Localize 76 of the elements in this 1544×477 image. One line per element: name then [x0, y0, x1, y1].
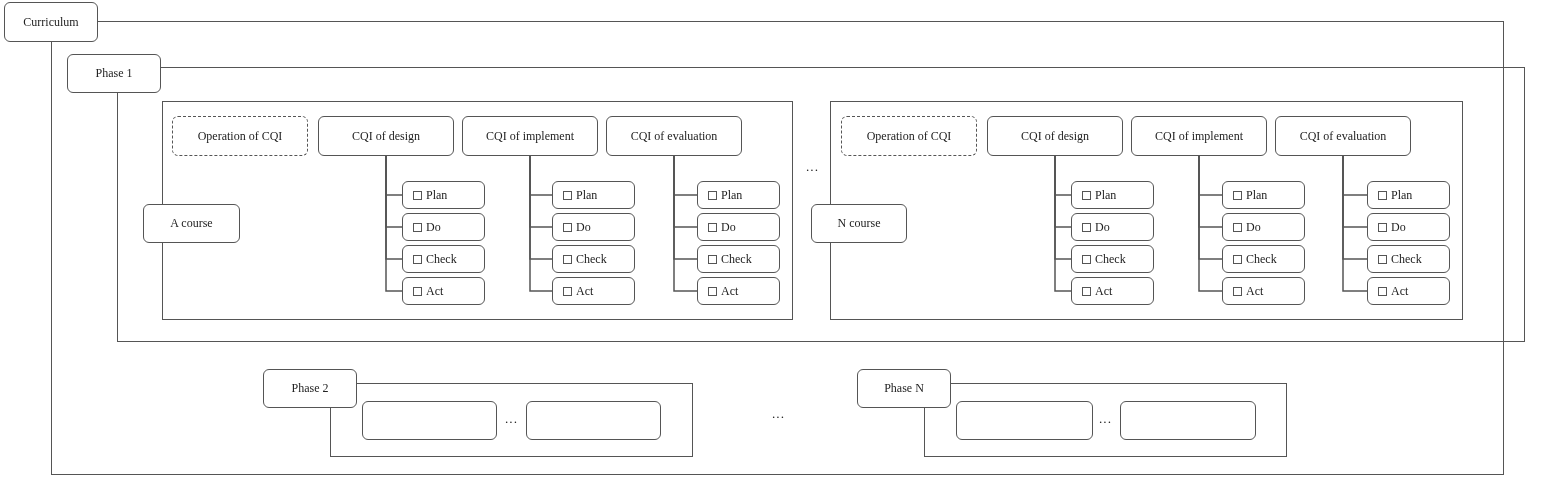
ellipsis: ···: [504, 414, 518, 430]
step-box: [1222, 277, 1305, 305]
connector-line: [673, 155, 698, 292]
step-box: [1222, 181, 1305, 209]
step-text: Do: [1095, 219, 1110, 235]
step-box: [552, 277, 635, 305]
step-text: Plan: [426, 187, 448, 203]
step-text: Check: [721, 251, 752, 267]
step-text: Do: [426, 219, 441, 235]
step-text: Act: [721, 283, 739, 299]
course-label: N course: [811, 204, 907, 243]
step-box: [697, 213, 780, 241]
ellipsis: ···: [805, 162, 819, 178]
step-box: [1071, 181, 1154, 209]
ellipsis: ···: [771, 409, 785, 425]
process-box: CQI of evaluation: [606, 116, 742, 156]
connector-line: [1198, 155, 1223, 292]
step-box: [697, 277, 780, 305]
step-text: Do: [1246, 219, 1261, 235]
step-text: Act: [1095, 283, 1113, 299]
phase-label: Phase N: [857, 369, 951, 408]
connector-line: [1054, 155, 1072, 292]
step-box: [697, 245, 780, 273]
step-text: Do: [1391, 219, 1406, 235]
step-text: Do: [721, 219, 736, 235]
process-box: CQI of evaluation: [1275, 116, 1411, 156]
empty-box: [956, 401, 1093, 440]
step-text: Check: [576, 251, 607, 267]
curriculum-label: Curriculum: [4, 2, 98, 42]
step-box: [552, 245, 635, 273]
step-box: [1222, 213, 1305, 241]
step-box: [1367, 213, 1450, 241]
step-text: Check: [1391, 251, 1422, 267]
step-text: Do: [576, 219, 591, 235]
step-box: [402, 181, 485, 209]
step-box: [1367, 181, 1450, 209]
step-box: [1071, 277, 1154, 305]
step-box: [552, 213, 635, 241]
process-box: CQI of design: [987, 116, 1123, 156]
step-text: Act: [1391, 283, 1409, 299]
step-box: [1071, 213, 1154, 241]
course-label: A course: [143, 204, 240, 243]
step-text: Act: [426, 283, 444, 299]
step-box: [402, 245, 485, 273]
step-text: Plan: [1095, 187, 1117, 203]
step-text: Check: [1095, 251, 1126, 267]
process-box: CQI of implement: [462, 116, 598, 156]
step-text: Act: [576, 283, 594, 299]
ellipsis: ···: [1098, 414, 1112, 430]
step-text: Plan: [1391, 187, 1413, 203]
step-text: Check: [426, 251, 457, 267]
step-box: [1222, 245, 1305, 273]
empty-box: [362, 401, 497, 440]
step-text: Plan: [1246, 187, 1268, 203]
connector-line: [1342, 155, 1368, 292]
step-text: Plan: [576, 187, 598, 203]
step-box: [402, 277, 485, 305]
process-box: CQI of implement: [1131, 116, 1267, 156]
phase-label: Phase 2: [263, 369, 357, 408]
process-box: CQI of design: [318, 116, 454, 156]
step-text: Act: [1246, 283, 1264, 299]
step-text: Check: [1246, 251, 1277, 267]
empty-box: [526, 401, 661, 440]
step-box: [1071, 245, 1154, 273]
step-box: [1367, 277, 1450, 305]
connector-line: [385, 155, 403, 292]
dashed-box: Operation of CQI: [841, 116, 977, 156]
phase-label: Phase 1: [67, 54, 161, 93]
dashed-box: Operation of CQI: [172, 116, 308, 156]
step-box: [1367, 245, 1450, 273]
step-text: Plan: [721, 187, 743, 203]
step-box: [697, 181, 780, 209]
connector-line: [529, 155, 553, 292]
step-box: [402, 213, 485, 241]
empty-box: [1120, 401, 1256, 440]
step-box: [552, 181, 635, 209]
